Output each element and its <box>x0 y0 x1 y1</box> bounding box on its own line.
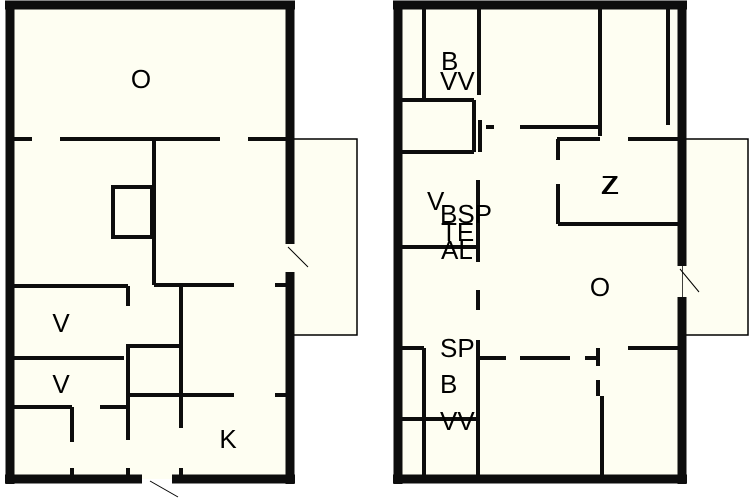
room-label-v-right: V <box>427 186 445 216</box>
room-label-bsp: BSP <box>440 199 492 229</box>
room-label-b-upper: B <box>441 46 458 76</box>
room-label-al: AL <box>441 235 473 265</box>
left-outer-walls <box>5 0 295 484</box>
room-label-v-lower: V <box>52 369 70 399</box>
right-floor-plan: B VV Z V Z BSP TE AL O SP B VV <box>393 0 749 484</box>
right-floor-area <box>398 5 682 479</box>
left-floor-plan: O V V K <box>5 0 358 498</box>
right-balcony <box>681 138 749 336</box>
room-label-sp: SP <box>440 333 475 363</box>
room-label-z-b: Z <box>603 170 619 200</box>
room-label-v-upper: V <box>52 308 70 338</box>
room-label-b-lower: B <box>440 369 457 399</box>
right-interior-walls <box>398 5 682 479</box>
left-balcony <box>287 138 358 336</box>
left-door-swings <box>149 246 309 498</box>
right-outer-walls <box>393 0 687 484</box>
right-door-swing <box>679 268 700 293</box>
left-interior-walls <box>10 137 290 479</box>
left-floor-area <box>10 5 290 479</box>
room-label-o: O <box>131 64 151 94</box>
room-label-vv-lower: VV <box>440 406 475 436</box>
room-label-z-a: Z <box>601 170 617 200</box>
room-label-k: K <box>219 424 237 454</box>
room-label-te: TE <box>441 217 474 247</box>
room-label-vv-upper: VV <box>440 66 475 96</box>
room-label-o-right: O <box>590 272 610 302</box>
